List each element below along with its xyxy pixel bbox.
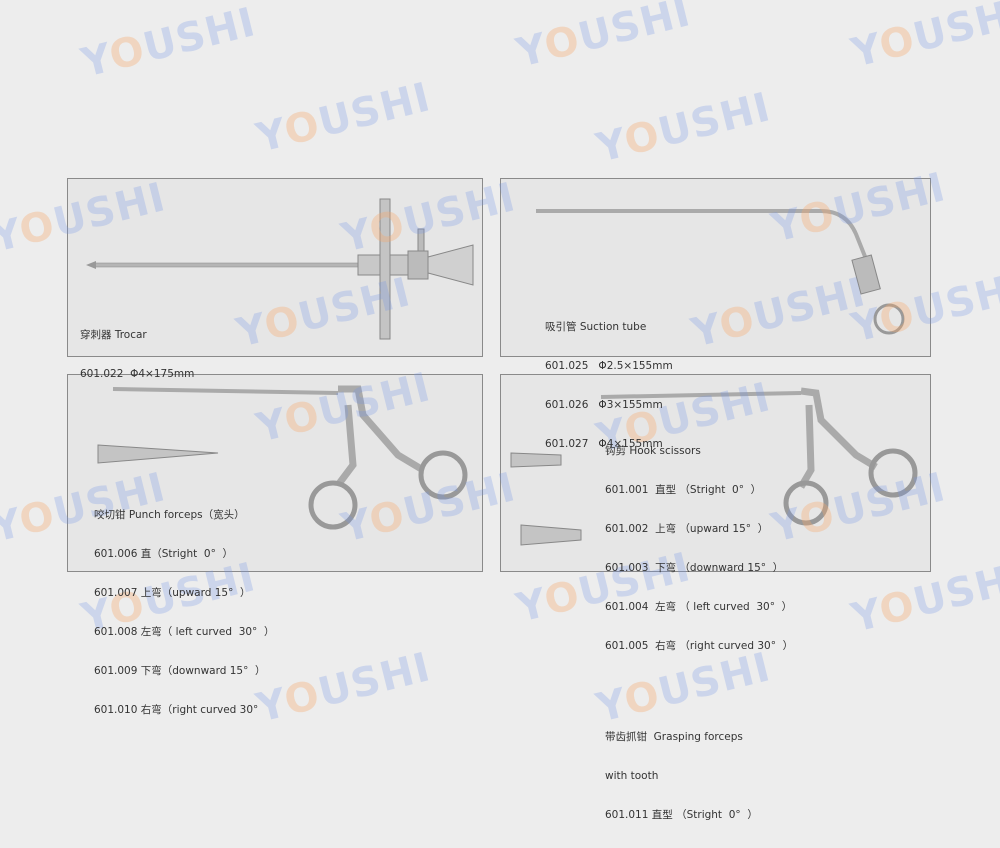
youshi-watermark: YOUSHI (512, 0, 696, 77)
youshi-watermark: YOUSHI (252, 74, 436, 162)
product-spec: 601.001 直型 （Stright 0° ） (605, 484, 762, 496)
product-spec: 601.026 Φ3×155mm (545, 399, 663, 411)
product-title-continued: with tooth (605, 770, 659, 782)
punch-forceps-image (97, 385, 468, 530)
product-panel-suction-tube: 吸引管 Suction tube 601.025 Φ2.5×155mm 601.… (500, 178, 931, 450)
product-spec: 601.007 上弯（upward 15° ） (94, 587, 251, 599)
product-title: 穿刺器 Trocar (80, 329, 147, 341)
product-title: 带齿抓钳 Grasping forceps (605, 731, 743, 743)
product-panel-punch-forceps: 咬切钳 Punch forceps（宽头） 601.006 直（Stright … (67, 374, 483, 716)
product-title: 咬切钳 Punch forceps（宽头） (94, 509, 245, 521)
product-spec: 601.002 上弯 （upward 15° ） (605, 523, 769, 535)
product-spec: 601.027 Φ4×155mm (545, 438, 663, 450)
product-spec: 601.022 Φ4×175mm (80, 368, 195, 380)
product-spec: 601.010 右弯（right curved 30° (94, 704, 259, 716)
youshi-watermark: YOUSHI (252, 644, 436, 732)
trocar-image (86, 198, 474, 340)
product-spec: 601.008 左弯（ left curved 30° ） (94, 626, 275, 638)
product-panel-trocar: 穿刺器 Trocar 601.022 Φ4×175mm (67, 178, 483, 380)
product-spec: 601.003 下弯 （downward 15° ） (605, 562, 784, 574)
youshi-watermark: YOUSHI (592, 84, 776, 172)
product-spec: 601.006 直（Stright 0° ） (94, 548, 233, 560)
product-spec: 601.025 Φ2.5×155mm (545, 360, 673, 372)
product-title: 钩剪 Hook scissors (605, 445, 701, 457)
suction-tube-image (536, 209, 905, 335)
product-spec: 601.011 直型 （Stright 0° ） (605, 809, 758, 821)
product-title: 吸引管 Suction tube (545, 321, 647, 333)
product-spec: 601.004 左弯 （ left curved 30° ） (605, 601, 793, 613)
youshi-watermark: YOUSHI (847, 0, 1000, 77)
hook-scissors-image (510, 387, 918, 546)
youshi-watermark: YOUSHI (77, 0, 261, 87)
product-spec: 601.005 右弯 （right curved 30° ） (605, 640, 794, 652)
product-spec: 601.009 下弯（downward 15° ） (94, 665, 266, 677)
